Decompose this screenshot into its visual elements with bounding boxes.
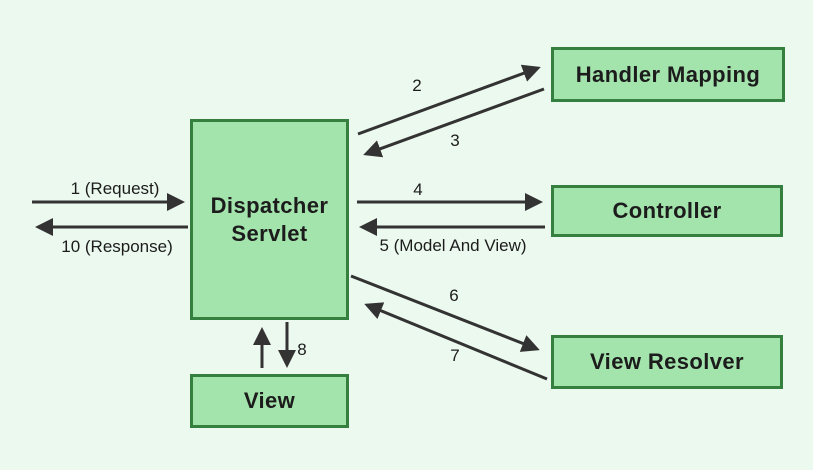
dispatcher-servlet-label: Dispatcher Servlet: [210, 193, 329, 246]
view-box: View: [190, 374, 349, 428]
handler-mapping-label: Handler Mapping: [575, 61, 761, 87]
controller-box: Controller: [551, 185, 783, 237]
controller-label: Controller: [612, 198, 722, 224]
arrow-label-8: 8: [297, 340, 307, 359]
arrow-label-3: 3: [450, 131, 460, 150]
view-resolver-box: View Resolver: [551, 335, 783, 389]
handler-mapping-box: Handler Mapping: [551, 47, 785, 102]
arrow-label-10-response: 10 (Response): [61, 237, 173, 256]
view-resolver-label: View Resolver: [590, 349, 744, 375]
arrow-label-2: 2: [412, 76, 422, 95]
arrow-label-6: 6: [449, 286, 459, 305]
dispatcher-servlet-box: Dispatcher Servlet: [190, 119, 349, 320]
arrow-label-7: 7: [450, 346, 460, 365]
arrow-7-from-view-resolver: [364, 302, 548, 381]
arrow-6-to-view-resolver: [350, 274, 540, 352]
view-label: View: [243, 388, 296, 414]
arrow-label-1-request: 1 (Request): [70, 179, 160, 198]
arrow-label-4: 4: [413, 180, 423, 199]
arrow-label-5-model-and-view: 5 (Model And View): [379, 236, 527, 255]
arrow-2-to-handler-mapping: [357, 64, 541, 136]
arrow-3-from-handler-mapping: [363, 87, 545, 158]
